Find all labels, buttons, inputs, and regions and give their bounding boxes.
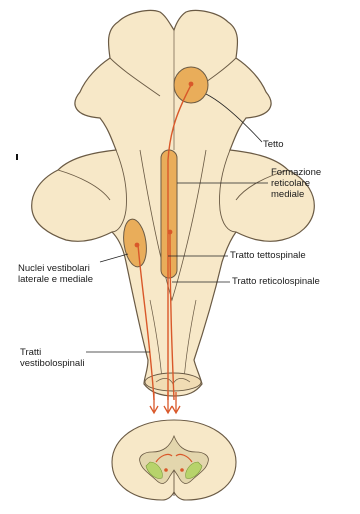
spinal-tract-dot-left — [164, 468, 168, 472]
arrow-vestibulospinal — [150, 392, 158, 413]
label-formazione-reticolare-mediale: Formazione reticolare mediale — [271, 167, 321, 200]
label-tratto-reticolospinale: Tratto reticolospinale — [232, 276, 320, 287]
spinal-tract-dot-right — [180, 468, 184, 472]
label-tratti-vestibolospinali: Tratti vestibolospinali — [20, 347, 84, 369]
label-tetto: Tetto — [263, 139, 284, 150]
vestibular-cell — [135, 243, 140, 248]
label-tratto-tettospinale: Tratto tettospinale — [230, 250, 306, 261]
label-nuclei-vestibolari: Nuclei vestibolari laterale e mediale — [18, 263, 93, 285]
reticular-formation-nucleus — [161, 150, 177, 278]
tectum-cell — [189, 82, 194, 87]
leader-nuclei — [100, 254, 128, 262]
reticular-cell — [168, 230, 173, 235]
margin-mark — [16, 154, 18, 160]
